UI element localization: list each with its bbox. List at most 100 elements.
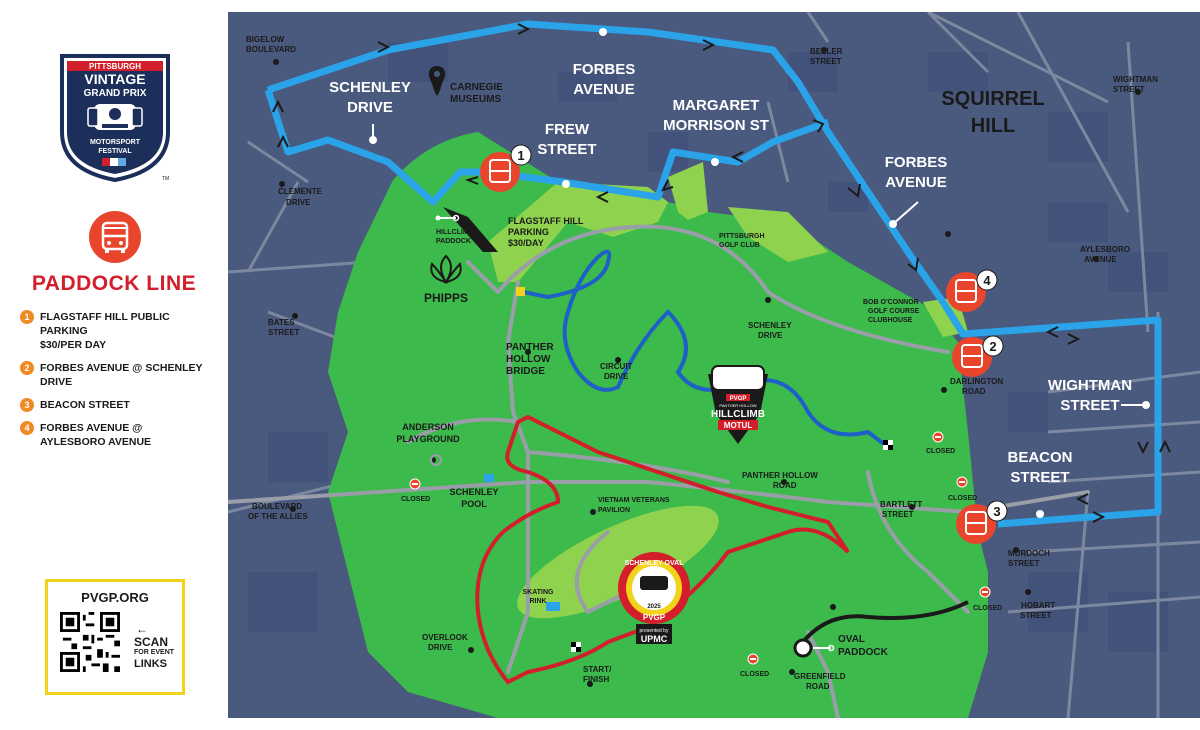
oval-paddock-marker xyxy=(793,638,813,658)
logo-festival: FESTIVAL xyxy=(98,148,132,155)
label-wightman-right: STREET xyxy=(1060,397,1119,414)
label-bigelow: BIGELOW xyxy=(246,35,285,44)
label-panther-bridge: HOLLOW xyxy=(506,354,551,365)
legend-number: 4 xyxy=(20,421,34,435)
legend-text: FORBES AVENUE @ SCHENLEY DRIVE xyxy=(40,362,203,388)
race-car-icon xyxy=(87,104,143,130)
label-boulevard-allies: OF THE ALLIES xyxy=(248,512,308,521)
hillclimb-badge-title: HILLCLIMB xyxy=(711,409,765,420)
label-panther-road: ROAD xyxy=(773,481,797,490)
legend-list: 1 FLAGSTAFF HILL PUBLIC PARKING $30/PER … xyxy=(20,310,220,458)
label-forbes-top: AVENUE xyxy=(573,81,634,98)
label-start-finish: FINISH xyxy=(583,675,609,684)
label-bates: BATES xyxy=(268,318,295,327)
label-skating-rink: RINK xyxy=(529,598,546,605)
label-greenfield: GREENFIELD xyxy=(794,672,846,681)
skating-rink-marker xyxy=(546,602,560,611)
label-wightman-top: STREET xyxy=(1113,85,1145,94)
map-pin-icon xyxy=(428,62,446,96)
qr-links: LINKS xyxy=(134,658,167,670)
park-map[interactable]: 1 4 2 3 xyxy=(226,10,1200,720)
label-frew-street: STREET xyxy=(537,141,596,158)
park-roads xyxy=(226,224,1090,720)
label-hillclimb-paddock: PADDOCK xyxy=(436,238,471,245)
hillclimb-paddock-marker xyxy=(443,207,498,252)
label-phipps: PHIPPS xyxy=(424,291,468,305)
qr-box[interactable]: PVGP.ORG ← SCAN FOR EVENT LINKS xyxy=(45,579,185,695)
bus-stop-2[interactable]: 2 xyxy=(952,335,1004,377)
label-start-finish: START/ xyxy=(583,665,612,674)
hillclimb-circuit xyxy=(522,249,890,449)
bus-stop-3[interactable]: 3 xyxy=(956,500,1008,544)
label-carnegie: CARNEGIE xyxy=(450,82,503,93)
label-vietnam: VIETNAM VETERANS xyxy=(598,497,670,504)
schenley-park xyxy=(328,132,988,718)
label-carnegie: MUSEUMS xyxy=(450,94,501,105)
oval-badge-year: 2025 xyxy=(647,604,661,610)
label-oval-paddock: PADDOCK xyxy=(838,647,889,658)
qr-for-event: FOR EVENT xyxy=(134,649,175,656)
label-oval-paddock: OVAL xyxy=(838,634,865,645)
legend-number: 2 xyxy=(20,361,34,375)
pvgp-logo: PITTSBURGH VINTAGE GRAND PRIX MOTORSPORT… xyxy=(58,52,172,184)
flagstaff-hill-area xyxy=(488,182,668,282)
arrow-left-icon: ← xyxy=(136,622,148,636)
label-flagstaff: PARKING xyxy=(508,227,549,237)
label-schenley-drive: SCHENLEY xyxy=(329,79,411,96)
qr-code[interactable] xyxy=(60,612,120,672)
label-schenley-drive-mid: DRIVE xyxy=(758,331,783,340)
schenley-oval-field xyxy=(517,505,719,619)
label-overlook: OVERLOOK xyxy=(422,633,468,642)
bus-stop-4[interactable]: 4 xyxy=(946,269,998,312)
label-murdoch: STREET xyxy=(1008,559,1040,568)
schenley-oval-circuit xyxy=(475,414,850,685)
legend-item: 3 BEACON STREET xyxy=(20,398,220,412)
label-forbes-top: FORBES xyxy=(573,61,636,78)
oval-badge-presented: presented by xyxy=(640,628,669,634)
oval-badge-sponsor: UPMC xyxy=(641,634,668,644)
legend-title: PADDOCK LINE xyxy=(31,272,197,295)
label-bob-oconnor: CLUBHOUSE xyxy=(868,317,913,324)
route-arrows xyxy=(272,23,1171,523)
legend-text: $30/PER DAY xyxy=(40,339,107,351)
stop-number: 4 xyxy=(983,273,991,288)
label-forbes-right: FORBES xyxy=(885,154,948,171)
pittsburgh-golf-club xyxy=(728,207,828,262)
label-hillclimb-paddock: HILLCLIMB xyxy=(436,229,474,236)
hillclimb-badge-sponsor: MOTUL xyxy=(724,421,753,430)
sidebar: PITTSBURGH VINTAGE GRAND PRIX MOTORSPORT… xyxy=(0,0,228,730)
label-aylesboro: AYLESBORO xyxy=(1080,245,1130,254)
label-golf-club: GOLF CLUB xyxy=(719,242,760,249)
paddock-key-icon xyxy=(435,214,835,652)
hillclimb-badge-pvgp: PVGP xyxy=(730,396,747,402)
schenley-oval-badge: SCHENLEY OVAL 2025 PVGP presented by UPM… xyxy=(618,552,690,644)
label-wightman-top: WIGHTMAN xyxy=(1113,75,1158,84)
logo-motorsport: MOTORSPORT xyxy=(90,139,141,146)
qr-url[interactable]: PVGP.ORG xyxy=(81,590,149,605)
label-anderson: ANDERSON xyxy=(402,422,454,432)
legend-number: 3 xyxy=(20,398,34,412)
label-panther-road: PANTHER HOLLOW xyxy=(742,471,818,480)
phipps-logo-icon xyxy=(430,254,462,284)
label-anderson: PLAYGROUND xyxy=(396,434,460,444)
label-beacon-street: BEACON xyxy=(1007,449,1072,466)
label-schenley-drive-mid: SCHENLEY xyxy=(748,321,792,330)
legend-text: FLAGSTAFF HILL PUBLIC PARKING xyxy=(40,311,170,337)
bus-stop-1[interactable]: 1 xyxy=(480,144,532,192)
city-blocks xyxy=(248,42,1168,652)
label-closed: CLOSED xyxy=(973,605,1002,612)
hillclimb-start-marker xyxy=(516,287,525,296)
oval-paddock-route xyxy=(801,600,969,644)
label-bartlett: STREET xyxy=(882,510,914,519)
oval-badge-title: SCHENLEY OVAL xyxy=(625,560,685,567)
label-aylesboro: AVENUE xyxy=(1084,255,1117,264)
label-flagstaff: $30/DAY xyxy=(508,238,544,248)
label-beeler: BEELER xyxy=(810,47,843,56)
label-closed: CLOSED xyxy=(948,495,977,502)
checkered-flag-icon xyxy=(883,440,893,450)
label-flagstaff: FLAGSTAFF HILL xyxy=(508,216,584,226)
schenley-pool-marker xyxy=(484,474,494,482)
label-frew-street: FREW xyxy=(545,121,590,138)
label-darlington: DARLINGTON xyxy=(950,377,1003,386)
label-greenfield: ROAD xyxy=(806,682,830,691)
